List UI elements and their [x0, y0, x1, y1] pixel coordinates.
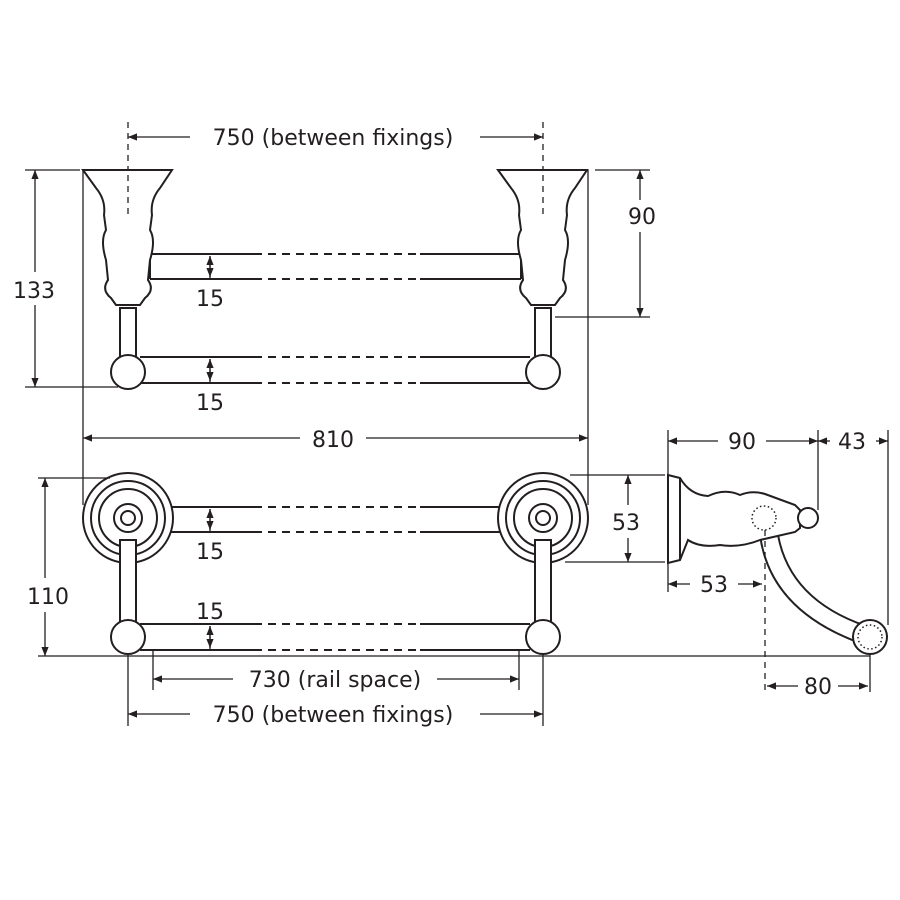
dimension-rail-space: 730 (rail space) — [152, 650, 520, 693]
upper-rail-plan — [165, 506, 510, 533]
dimension-bracket-height: 90 — [555, 169, 656, 318]
dimension-label: 110 — [27, 585, 69, 610]
lower-rail — [140, 356, 530, 384]
dimension-rosette-dia: 53 — [565, 474, 665, 563]
dimension-knob-depth: 43 — [818, 430, 888, 455]
dimension-label: 80 — [804, 675, 832, 700]
dimension-depth: 110 — [27, 477, 870, 657]
dimension-label: 15 — [196, 540, 224, 565]
bracket-right — [496, 169, 589, 390]
dimension-label: 730 (rail space) — [249, 668, 421, 693]
dimension-upper-rail-dia: 15 — [196, 256, 224, 312]
dimension-label: 133 — [13, 279, 55, 304]
dimension-top-fixings: 750 (between fixings) — [128, 126, 543, 151]
dimension-bottom-fixings: 750 (between fixings) — [127, 655, 544, 728]
dimension-bracket-depth: 90 — [667, 430, 889, 625]
dimension-label: 53 — [700, 573, 728, 598]
bracket-body — [667, 473, 801, 565]
dimension-upper-rail-dia-plan: 15 — [196, 509, 224, 565]
dimension-label: 43 — [838, 430, 866, 455]
dimension-lower-rail-dia-plan: 15 — [196, 600, 224, 650]
dimension-label: 750 (between fixings) — [213, 126, 454, 151]
dimension-label: 15 — [196, 600, 224, 625]
bracket-arm — [758, 534, 868, 645]
bracket-left — [81, 169, 174, 390]
dimension-lower-rail-dia: 15 — [196, 359, 224, 416]
dimension-overall-width: 810 — [82, 170, 589, 505]
fixing-point — [751, 505, 777, 531]
lower-rail-plan — [140, 623, 530, 651]
dimension-plate-offset: 53 — [667, 563, 762, 598]
dimension-label: 53 — [612, 511, 640, 536]
rosette-left — [82, 472, 174, 655]
dimension-label: 750 (between fixings) — [213, 703, 454, 728]
dimension-label: 15 — [196, 391, 224, 416]
dimension-label: 90 — [628, 205, 656, 230]
bracket-knob — [797, 507, 819, 529]
side-view: 90 43 53 80 — [667, 430, 889, 700]
plan-view: 15 15 110 53 730 (rail space) — [27, 472, 870, 728]
dimension-label: 810 — [312, 428, 354, 453]
dimension-label: 90 — [728, 430, 756, 455]
front-view: 750 (between fixings) 15 — [13, 122, 656, 505]
rosette-right — [497, 472, 589, 655]
dimension-arm-reach: 80 — [767, 655, 871, 700]
dimension-label: 15 — [196, 287, 224, 312]
upper-rail — [149, 253, 522, 280]
dimension-height-total: 133 — [13, 169, 118, 388]
